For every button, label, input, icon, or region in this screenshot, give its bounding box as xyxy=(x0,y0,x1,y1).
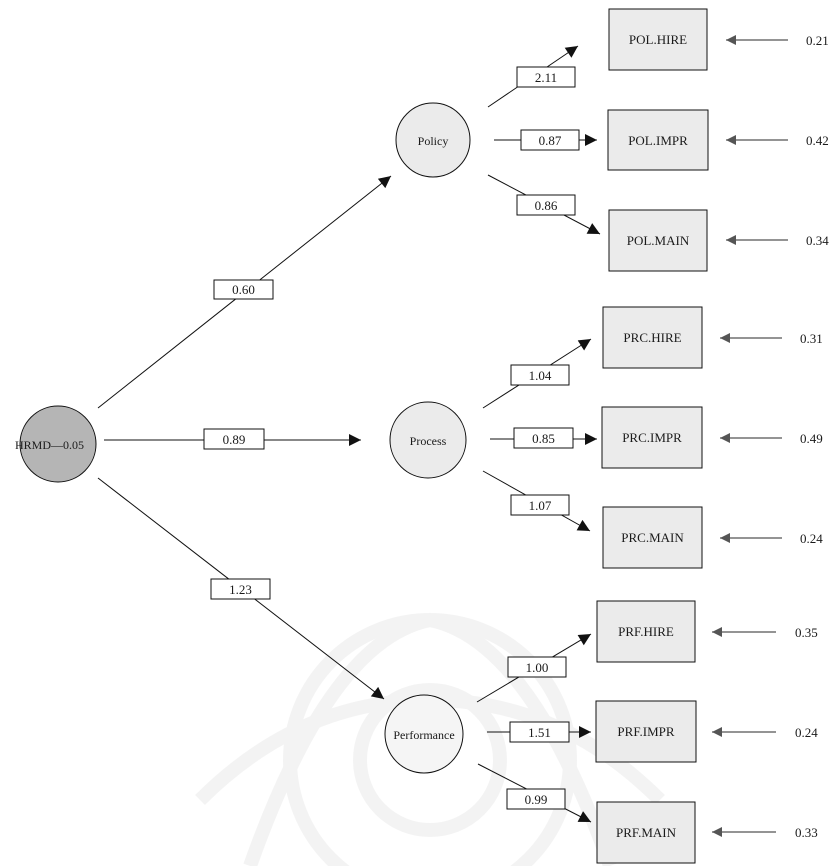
coef-policy-impr: 0.87 xyxy=(539,133,562,148)
coef-box-process-main xyxy=(510,494,570,516)
latent-label-policy: Policy xyxy=(418,134,449,148)
observed-label-prc-hire: PRC.HIRE xyxy=(623,330,681,345)
coef-process-main: 1.07 xyxy=(529,498,552,513)
coef-box-policy-main xyxy=(516,194,576,216)
latent-node-hrmd xyxy=(19,405,97,483)
observed-box-prf-impr xyxy=(595,700,697,763)
observed-label-prf-impr: PRF.IMPR xyxy=(617,724,674,739)
coef-box-hrmd-policy xyxy=(213,279,274,300)
coef-performance-main: 0.99 xyxy=(525,792,548,807)
coef-box-hrmd-process xyxy=(203,428,265,450)
observed-label-pol-hire: POL.HIRE xyxy=(629,32,687,47)
coef-hrmd-process: 0.89 xyxy=(223,432,246,447)
coef-box-policy-hire xyxy=(516,66,576,88)
latent-label-performance: Performance xyxy=(393,728,454,742)
observed-box-prc-impr xyxy=(601,406,703,469)
coef-box-performance-impr xyxy=(509,721,570,743)
error-value-prc-hire: 0.31 xyxy=(800,331,823,346)
observed-box-pol-main xyxy=(608,209,708,272)
latent-node-policy xyxy=(395,102,471,178)
coef-box-performance-hire xyxy=(507,656,567,678)
error-value-prc-main: 0.24 xyxy=(800,531,823,546)
error-value-pol-impr: 0.42 xyxy=(806,133,829,148)
error-value-pol-main: 0.34 xyxy=(806,233,829,248)
latent-label-hrmd-dash: — xyxy=(50,438,64,452)
error-value-prf-main: 0.33 xyxy=(795,825,818,840)
coef-box-policy-impr xyxy=(520,129,580,151)
error-value-prc-impr: 0.49 xyxy=(800,431,823,446)
observed-label-prf-main: PRF.MAIN xyxy=(616,825,677,840)
latent-node-process xyxy=(389,401,467,479)
latent-label-hrmd-name: HRMD xyxy=(15,438,51,452)
coef-hrmd-policy: 0.60 xyxy=(232,282,255,297)
observed-label-prc-impr: PRC.IMPR xyxy=(622,430,682,445)
observed-box-prf-hire xyxy=(596,600,696,663)
observed-box-prf-main xyxy=(596,801,696,864)
coef-box-performance-main xyxy=(506,788,566,810)
coef-performance-impr: 1.51 xyxy=(528,725,551,740)
coef-policy-main: 0.86 xyxy=(535,198,558,213)
observed-box-prc-hire xyxy=(602,306,703,369)
latent-label-process: Process xyxy=(410,434,447,448)
observed-box-prc-main xyxy=(602,506,703,569)
coef-process-hire: 1.04 xyxy=(529,368,552,383)
observed-box-pol-hire xyxy=(608,8,708,71)
coef-hrmd-performance: 1.23 xyxy=(229,582,252,597)
observed-box-pol-impr xyxy=(607,109,709,171)
error-value-prf-hire: 0.35 xyxy=(795,625,818,640)
observed-label-prc-main: PRC.MAIN xyxy=(621,530,684,545)
observed-label-prf-hire: PRF.HIRE xyxy=(618,624,674,639)
observed-label-pol-main: POL.MAIN xyxy=(627,233,690,248)
coef-box-process-impr xyxy=(513,427,574,449)
latent-label-hrmd-value: 0.05 xyxy=(63,438,84,452)
coef-box-process-hire xyxy=(510,364,570,386)
observed-label-pol-impr: POL.IMPR xyxy=(628,133,688,148)
coef-process-impr: 0.85 xyxy=(532,431,555,446)
coef-policy-hire: 2.11 xyxy=(535,70,557,85)
latent-node-performance xyxy=(384,694,464,774)
error-value-pol-hire: 0.21 xyxy=(806,33,829,48)
coef-performance-hire: 1.00 xyxy=(526,660,549,675)
coef-box-hrmd-performance xyxy=(210,578,271,600)
error-value-prf-impr: 0.24 xyxy=(795,725,818,740)
latent-label-hrmd: HRMD—0.05 xyxy=(15,438,84,452)
